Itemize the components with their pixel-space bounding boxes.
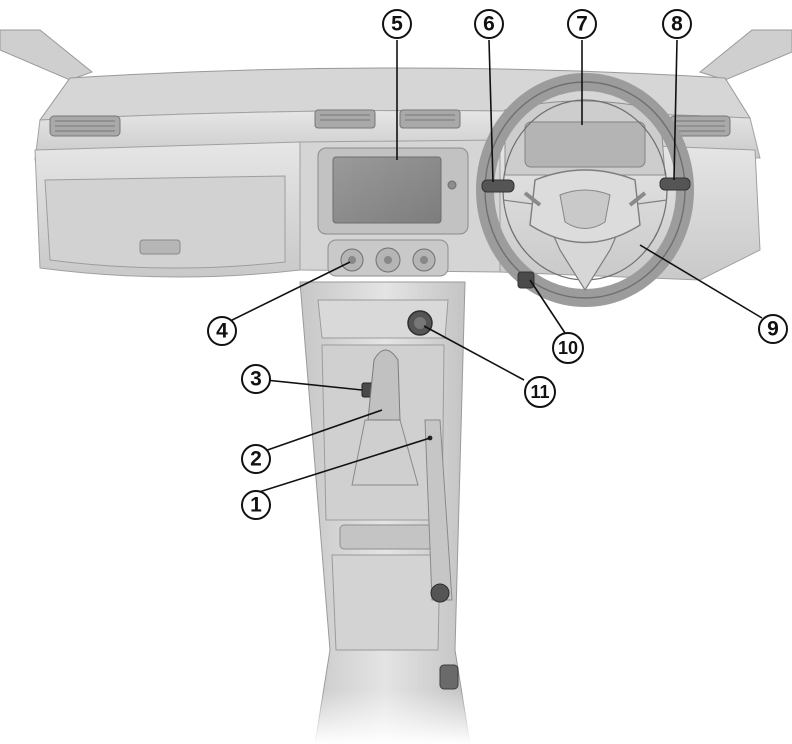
callout-label-7: 7 <box>576 13 588 36</box>
callout-label-2: 2 <box>250 448 262 471</box>
leader-lines <box>221 39 763 494</box>
leader-2 <box>255 409 383 455</box>
windscreen-pillars <box>0 29 792 81</box>
callout-1: 1 <box>241 490 271 520</box>
callout-7: 7 <box>567 9 597 39</box>
callout-9: 9 <box>758 314 788 344</box>
glovebox-handle <box>139 239 181 255</box>
callout-label-6: 6 <box>483 13 495 36</box>
centre-right-air-vent <box>399 109 461 129</box>
climate-controls <box>327 239 449 277</box>
callout-8: 8 <box>662 9 692 39</box>
callout-label-8: 8 <box>671 13 683 36</box>
start-button <box>407 310 433 336</box>
callout-label-4: 4 <box>216 320 228 343</box>
left-air-vent <box>49 115 121 137</box>
leader-4 <box>221 261 351 326</box>
callout-5: 5 <box>382 9 412 39</box>
callout-label-9: 9 <box>767 318 779 341</box>
callout-label-10: 10 <box>558 338 578 358</box>
multimedia-screen <box>317 147 469 235</box>
leader-10 <box>529 279 566 334</box>
centre-left-air-vent <box>314 109 376 129</box>
callout-4: 4 <box>207 316 237 346</box>
screen-knob-icon <box>447 180 457 190</box>
leader-1 <box>255 437 431 494</box>
instrument-cluster <box>504 100 666 176</box>
bottom-fade <box>0 690 792 744</box>
callout-label-3: 3 <box>250 368 262 391</box>
leader-9 <box>639 244 763 319</box>
callout-2: 2 <box>241 444 271 474</box>
callout-label-11: 11 <box>530 382 549 402</box>
leader-11 <box>423 325 525 381</box>
callout-11: 11 <box>524 376 556 408</box>
right-stalk <box>659 177 691 191</box>
air-vents <box>49 109 731 137</box>
handbrake <box>424 419 453 603</box>
right-air-vent <box>669 115 731 137</box>
glovebox <box>44 175 286 269</box>
callout-3: 3 <box>241 364 271 394</box>
armrest <box>331 554 441 651</box>
callout-10: 10 <box>552 332 584 364</box>
callout-6: 6 <box>474 9 504 39</box>
leader-6 <box>488 39 494 183</box>
leader-8 <box>673 39 678 181</box>
callout-label-5: 5 <box>391 13 403 36</box>
callout-label-1: 1 <box>250 494 262 517</box>
left-stalk <box>481 179 515 193</box>
lower-column-control <box>517 271 535 289</box>
leader-3 <box>255 378 363 391</box>
